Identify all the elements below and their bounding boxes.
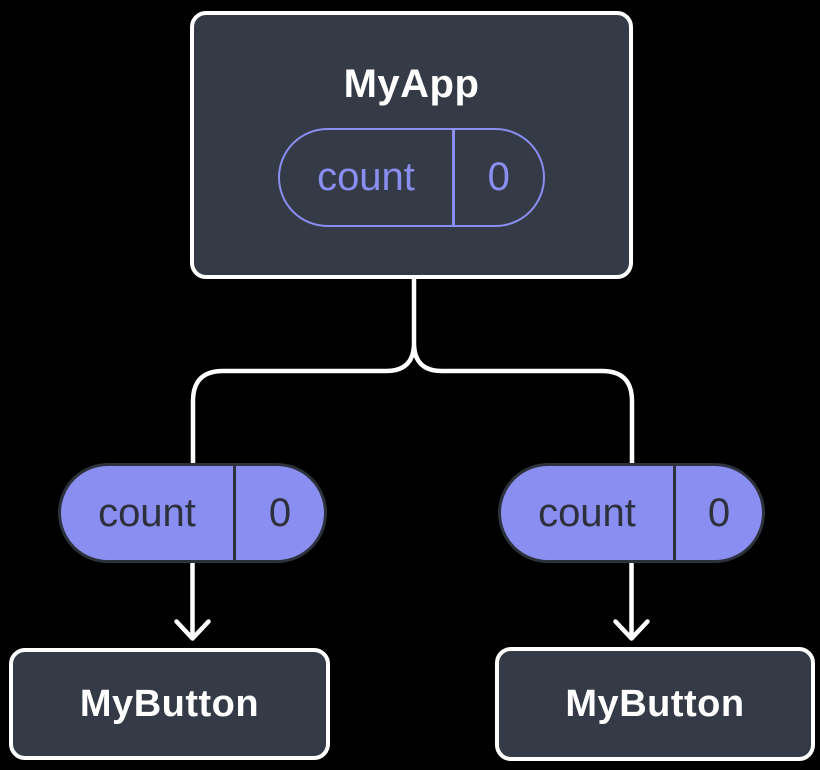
state-label: count (317, 155, 415, 199)
down-arrow-icon-right (613, 559, 650, 641)
mybutton-component-box-left: MyButton (9, 648, 330, 760)
parent-split-connector (190, 272, 635, 467)
arrow-head (174, 619, 211, 641)
pill-divider (673, 466, 676, 560)
prop-label: count (538, 490, 636, 535)
prop-pill-left: count 0 (58, 463, 327, 563)
down-arrow-icon-left (174, 559, 211, 641)
myapp-title: MyApp (343, 62, 480, 106)
prop-pill-right: count 0 (498, 463, 765, 563)
pill-divider (452, 130, 455, 225)
pill-divider (233, 466, 236, 560)
mybutton-title: MyButton (79, 682, 260, 725)
mybutton-component-box-right: MyButton (495, 647, 815, 761)
myapp-state-pill: count 0 (278, 128, 545, 227)
state-value: 0 (487, 155, 510, 199)
arrow-head (613, 619, 650, 641)
prop-value: 0 (707, 490, 731, 535)
myapp-component-box (190, 11, 633, 279)
prop-label: count (98, 490, 196, 535)
mybutton-title: MyButton (565, 682, 745, 725)
prop-value: 0 (268, 490, 292, 535)
